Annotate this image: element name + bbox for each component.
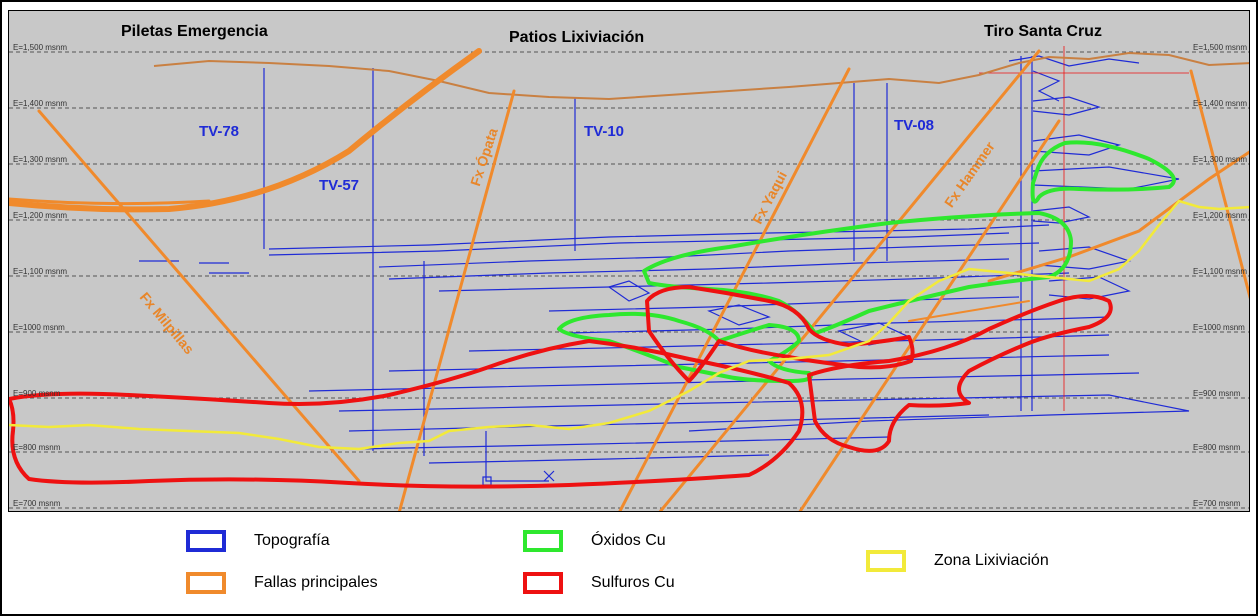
geologic-section: Piletas Emergencia Patios Lixiviación Ti…: [8, 10, 1250, 512]
elevation-label-right: E=1,500 msnm: [1193, 43, 1248, 52]
elevation-label-right: E=1000 msnm: [1193, 323, 1245, 332]
elevation-label-right: E=800 msnm: [1193, 443, 1241, 452]
title-patios-lixiviacion: Patios Lixiviación: [509, 29, 645, 46]
elevation-label-right: E=900 msnm: [1193, 389, 1241, 398]
topografia-workings: [139, 55, 1190, 486]
zona-lixiviacion: [9, 199, 1249, 451]
legend-label: Sulfuros Cu: [591, 574, 675, 591]
elevation-label-left: E=1,100 msnm: [13, 267, 68, 276]
legend-swatch-topografia: [186, 530, 226, 552]
elevation-label-right: E=1,400 msnm: [1193, 99, 1248, 108]
legend-label: Topografía: [254, 532, 330, 549]
legend-swatch-sulfuros: [523, 572, 563, 594]
well-label-tv78: TV-78: [199, 123, 240, 140]
surface-line: [153, 51, 1249, 101]
elevation-label-left: E=1,400 msnm: [13, 99, 68, 108]
elevation-label-right: E=1,100 msnm: [1193, 267, 1248, 276]
legend-swatch-zona: [866, 550, 906, 572]
elevation-label-left: E=900 msnm: [13, 389, 61, 398]
legend-swatch-oxidos: [523, 530, 563, 552]
well-label-tv10: TV-10: [584, 123, 625, 140]
elevation-label-left: E=1000 msnm: [13, 323, 65, 332]
elevation-label-left: E=800 msnm: [13, 443, 61, 452]
title-piletas-emergencia: Piletas Emergencia: [121, 23, 268, 40]
well-label-tv08: TV-08: [894, 117, 935, 134]
legend-label: Zona Lixiviación: [934, 552, 1049, 569]
elevation-label-right: E=1,200 msnm: [1193, 211, 1248, 220]
legend: Topografía Fallas principales Óxidos Cu …: [8, 514, 1250, 612]
well-label-tv57: TV-57: [319, 177, 360, 194]
legend-swatch-fallas: [186, 572, 226, 594]
elevation-label-left: E=700 msnm: [13, 499, 61, 508]
elevation-label-left: E=1,500 msnm: [13, 43, 68, 52]
legend-item-oxidos: Óxidos Cu: [523, 530, 666, 552]
sulfuros-cu: [9, 285, 1113, 489]
legend-item-topografia: Topografía: [186, 530, 330, 552]
title-tiro-santa-cruz: Tiro Santa Cruz: [984, 23, 1102, 40]
legend-item-zona: Zona Lixiviación: [866, 550, 1049, 572]
legend-item-sulfuros: Sulfuros Cu: [523, 572, 675, 594]
elevation-label-left: E=1,200 msnm: [13, 211, 68, 220]
section-drawing: [9, 46, 1249, 511]
elevation-label-right: E=700 msnm: [1193, 499, 1241, 508]
legend-label: Óxidos Cu: [591, 532, 666, 549]
legend-label: Fallas principales: [254, 574, 378, 591]
elevation-label-right: E=1,300 msnm: [1193, 155, 1248, 164]
legend-item-fallas: Fallas principales: [186, 572, 378, 594]
elevation-label-left: E=1,300 msnm: [13, 155, 68, 164]
